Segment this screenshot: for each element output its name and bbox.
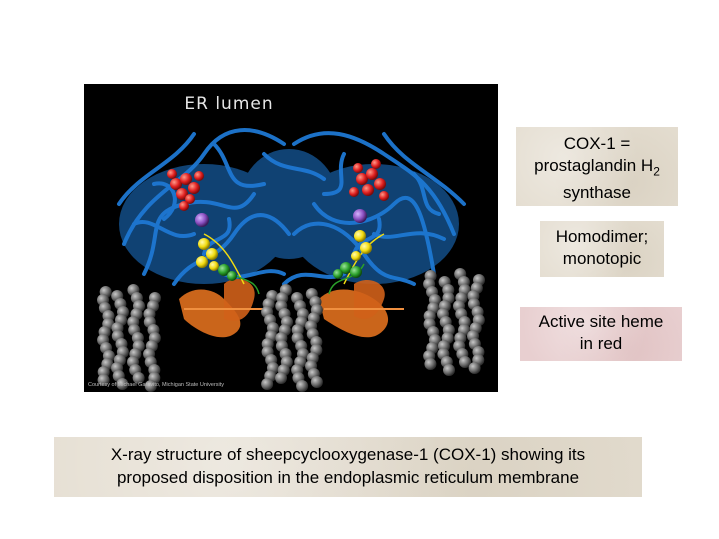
cox1-line2: prostaglandin H2: [534, 156, 660, 179]
yellow-residues-left: [196, 238, 219, 271]
cox1-definition-box: COX-1 = prostaglandin H2 synthase: [516, 127, 678, 206]
caption-line2: proposed disposition in the endoplasmic …: [116, 468, 580, 487]
green-residues-left: [218, 264, 237, 281]
lipid-sphere: [132, 372, 145, 384]
heme-line1: Active site heme: [538, 312, 664, 331]
heme-line2: in red: [579, 334, 623, 353]
homodimer-line2: monotopic: [562, 249, 642, 268]
catalytic-domain-fill: [119, 149, 459, 284]
lipid-sphere: [97, 374, 110, 386]
lipid-sphere: [116, 378, 129, 390]
er-lumen-label: ER lumen: [184, 94, 274, 114]
heme-left: [167, 169, 204, 211]
lipid-sphere: [144, 380, 157, 392]
cox1-line3: synthase: [562, 183, 632, 203]
lipid-sphere: [424, 358, 437, 370]
cox1-title: COX-1 =: [563, 134, 631, 153]
yellow-residues-right: [351, 230, 372, 261]
lipid-sphere: [261, 378, 274, 390]
purple-residue-left: [195, 213, 209, 227]
caption-line1: X-ray structure of sheepcyclooxygenase-1…: [110, 445, 586, 464]
figure-caption: X-ray structure of sheepcyclooxygenase-1…: [54, 437, 642, 497]
cox1-structure-figure: ER lumen Courtesy of Michael Garavito, M…: [84, 84, 498, 392]
homodimer-line1: Homodimer;: [555, 227, 649, 246]
protein-structure-illustration: [97, 128, 485, 392]
lipid-sphere: [468, 362, 481, 374]
lipid-sphere: [310, 376, 323, 388]
figure-credit: Courtesy of Michael Garavito, Michigan S…: [88, 382, 225, 388]
green-residues-right: [333, 262, 362, 279]
purple-residue-right: [353, 209, 367, 223]
membrane-lipid-helices: [97, 268, 485, 392]
membrane-binding-domain: [179, 279, 404, 338]
heme-note-box: Active site heme in red: [520, 307, 682, 361]
lipid-sphere: [442, 364, 455, 376]
homodimer-box: Homodimer; monotopic: [540, 221, 664, 277]
lipid-sphere: [275, 372, 288, 384]
lipid-sphere: [458, 356, 471, 368]
lipid-sphere: [296, 380, 309, 392]
heme-right: [349, 159, 389, 201]
